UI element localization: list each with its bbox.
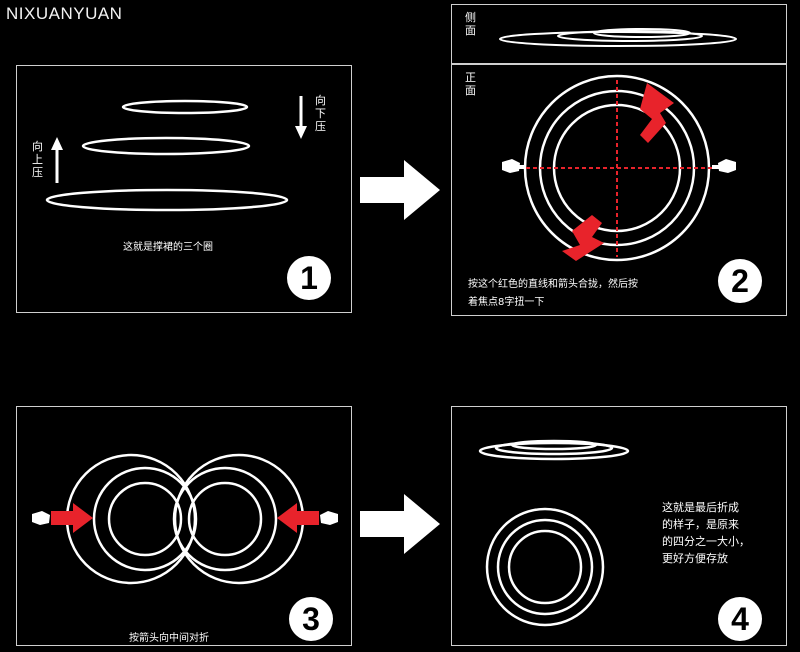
hoop-small	[121, 99, 249, 115]
front-view-label: 正面	[465, 71, 476, 97]
step-panel-4: 这就是最后折成 的样子，是原来 的四分之一大小， 更好方便存放 4	[451, 406, 787, 646]
label-press-up: 向上压	[32, 140, 43, 179]
folded-hoops-diagram	[32, 453, 338, 585]
red-arrow-icon	[562, 215, 604, 261]
red-arrow-icon	[640, 83, 674, 143]
side-view-panel: 侧面	[451, 4, 787, 64]
panel4-caption: 这就是最后折成 的样子，是原来 的四分之一大小， 更好方便存放	[662, 499, 750, 567]
arrow-down-icon	[295, 96, 307, 139]
side-view-hoops	[499, 28, 737, 47]
step-number-2: 2	[718, 259, 762, 303]
front-view-hoops	[502, 74, 736, 262]
step-number-4: 4	[718, 597, 762, 641]
panel4-caption-line: 这就是最后折成	[662, 501, 739, 514]
panel2-caption-line2: 着焦点8字扭一下	[468, 297, 545, 308]
hand-icon	[32, 511, 50, 525]
hand-icon	[712, 159, 736, 173]
arrow-right-icon	[360, 160, 440, 220]
hand-icon	[320, 511, 338, 525]
step-panel-1: 向下压 向上压 这就是撑裙的三个圈 1	[16, 65, 352, 313]
step-panel-2: 正面 按这个红色的直线和箭头合拢，然后按 着焦点8字扭一下 2	[451, 64, 787, 316]
red-arrow-icon	[51, 503, 93, 533]
hoop-stack-diagram	[45, 96, 307, 212]
red-arrow-icon	[277, 503, 319, 533]
panel1-caption: 这就是撑裙的三个圈	[123, 242, 213, 253]
label-press-down: 向下压	[315, 94, 326, 133]
hoop-medium	[81, 136, 251, 156]
brand-watermark: NIXUANYUAN	[6, 4, 123, 23]
panel4-caption-line: 的样子，是原来	[662, 518, 739, 531]
panel3-caption: 按箭头向中间对折	[129, 633, 209, 644]
step-panel-3: 按箭头向中间对折 3	[16, 406, 352, 646]
side-view-label: 侧面	[465, 11, 476, 37]
panel2-caption-line1: 按这个红色的直线和箭头合拢，然后按	[468, 279, 638, 290]
arrow-right-icon	[360, 494, 440, 554]
step-number-1: 1	[287, 256, 331, 300]
hand-icon	[502, 159, 526, 173]
hoop-large	[45, 188, 289, 212]
final-folded-hoops	[478, 439, 630, 627]
step-number-3: 3	[289, 597, 333, 641]
panel4-caption-line: 的四分之一大小，	[662, 535, 750, 548]
panel4-caption-line: 更好方便存放	[662, 552, 728, 565]
arrow-up-icon	[51, 137, 63, 183]
